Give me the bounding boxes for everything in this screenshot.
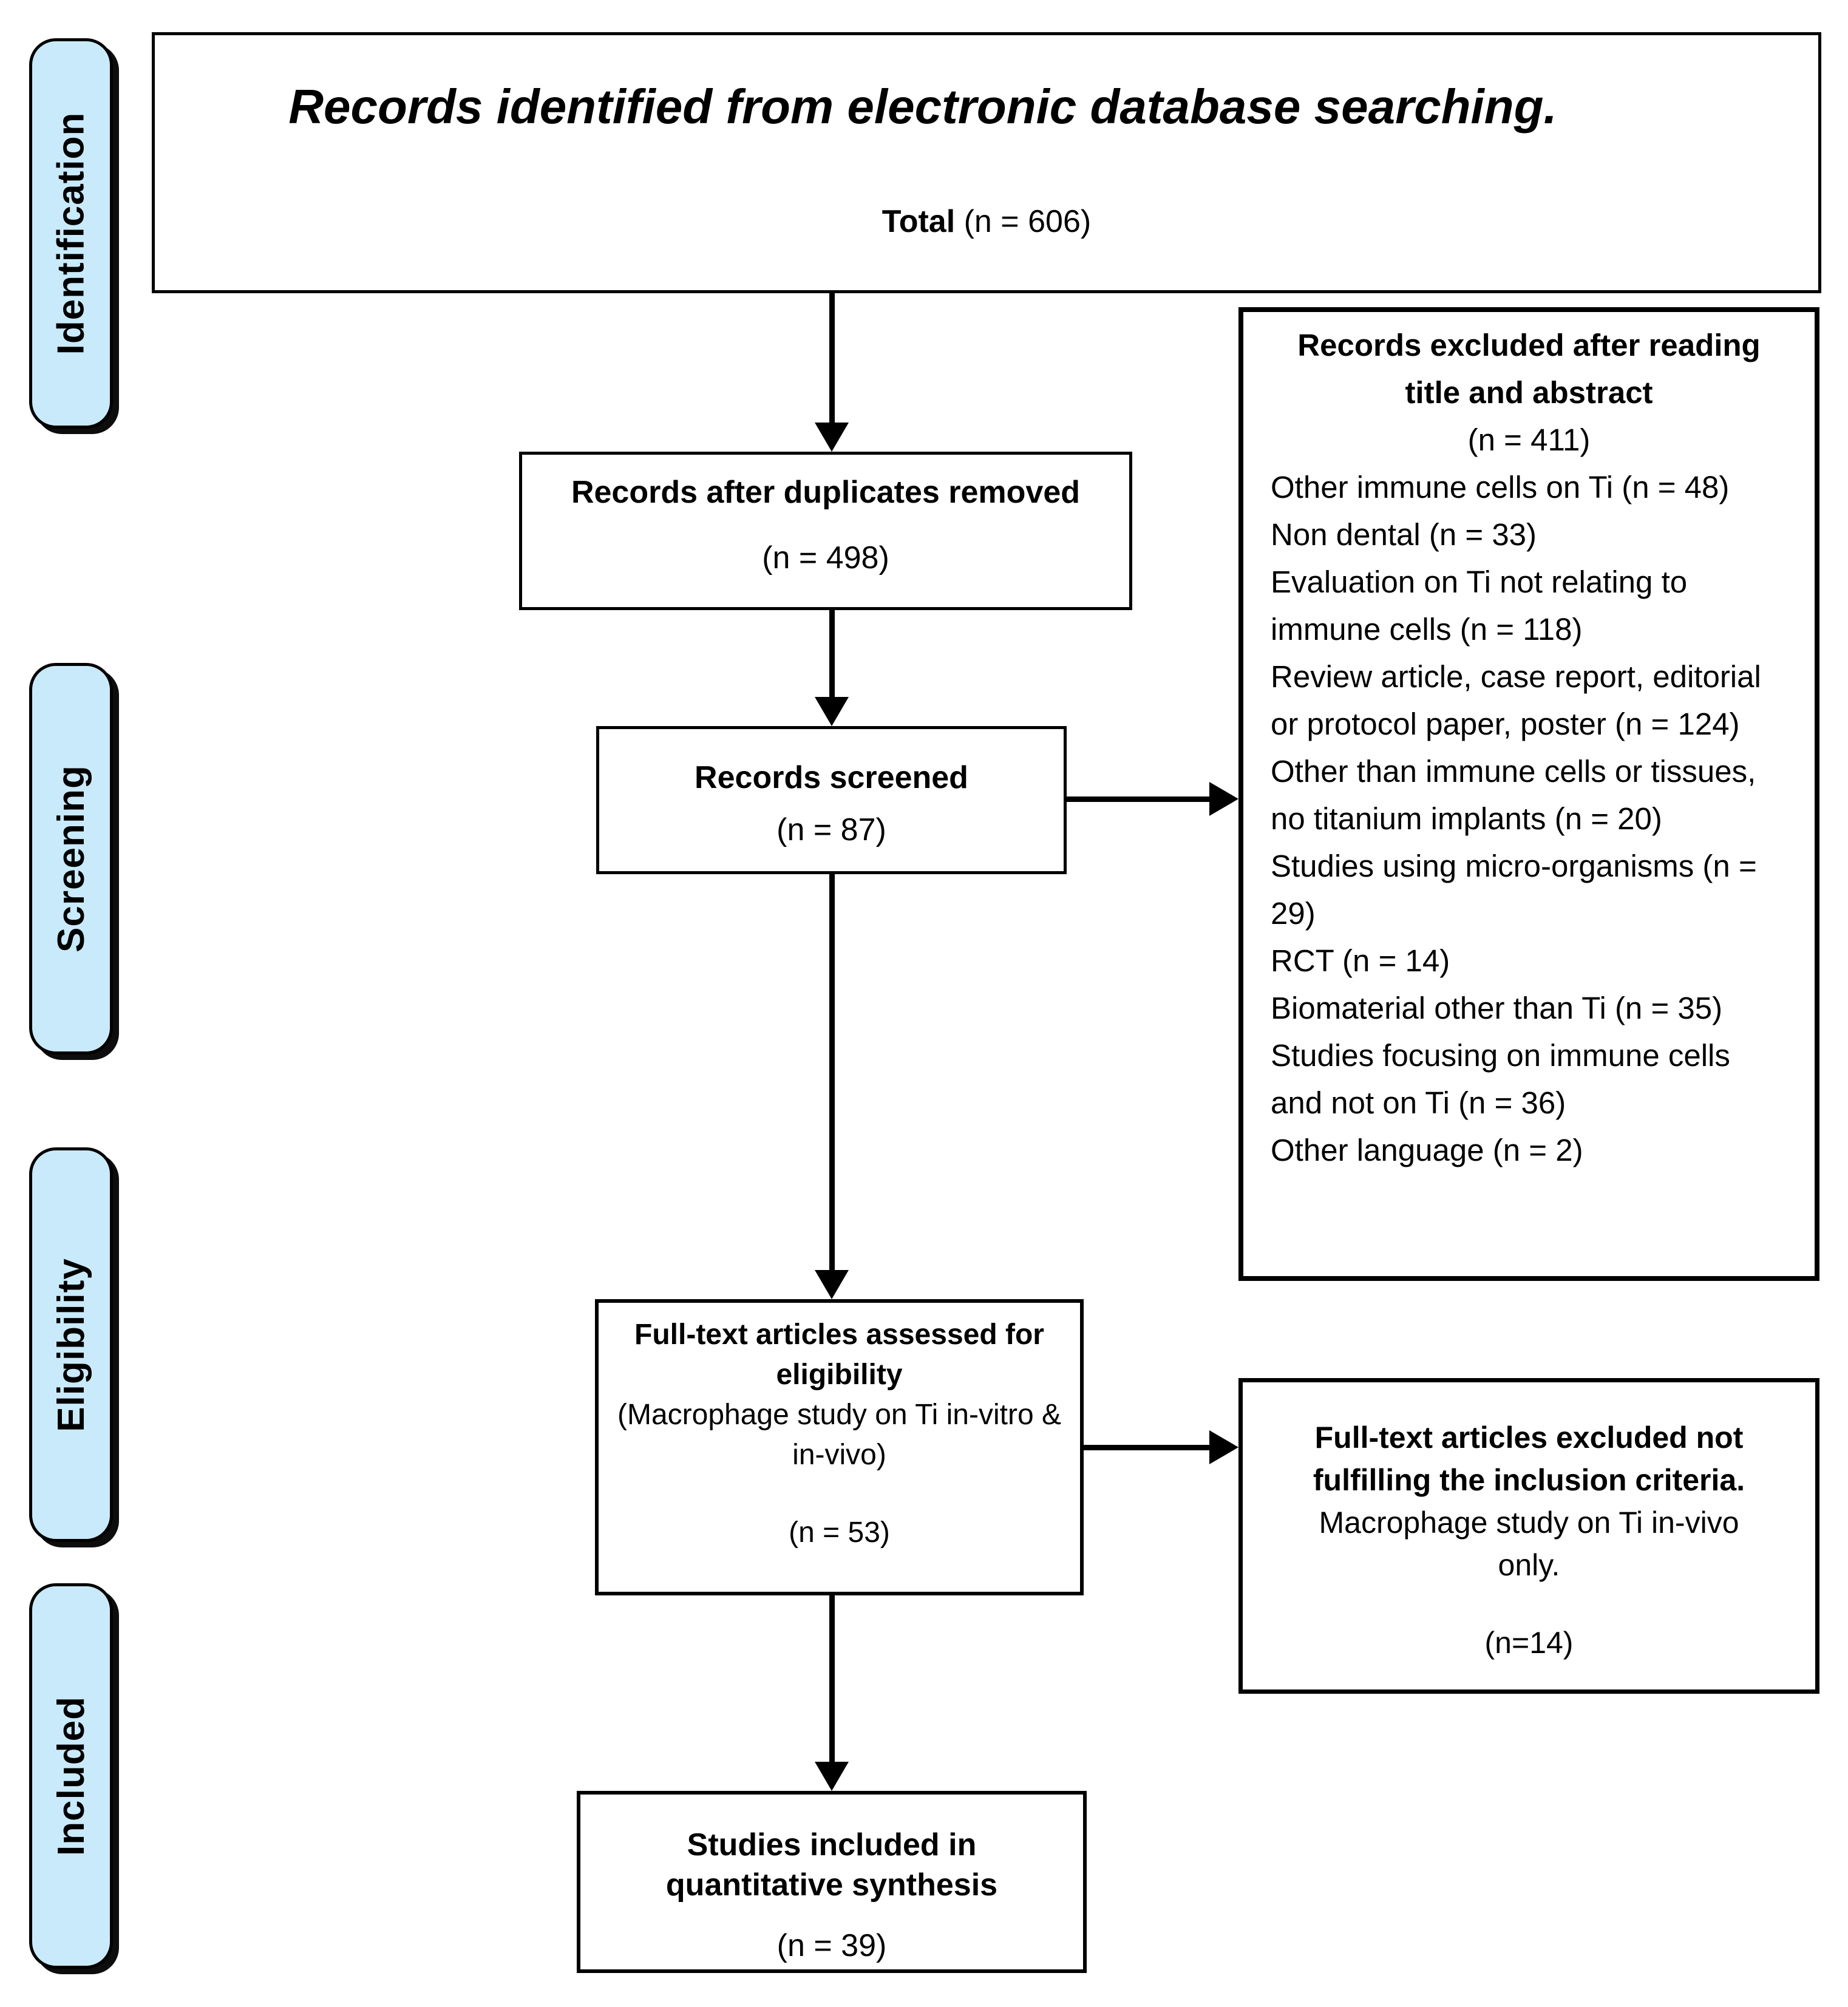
arrow-line — [829, 293, 835, 425]
excluded-title-abstract-count: (n = 411) — [1467, 423, 1591, 457]
excluded-reason-item: Review article, case report, editorial o… — [1271, 659, 1761, 741]
arrow-down-icon — [815, 1270, 849, 1299]
arrow-right-icon — [1209, 1430, 1238, 1464]
included-synthesis-title: Studies included in quantitative synthes… — [665, 1827, 998, 1903]
fulltext-excluded-count: (n=14) — [1484, 1626, 1574, 1660]
total-label: Total — [882, 204, 956, 239]
fulltext-assessed-title: Full-text articles assessed for eligibil… — [634, 1319, 1044, 1391]
excluded-reason-item: Studies focusing on immune cells and not… — [1271, 1038, 1730, 1120]
excluded-reason-list: Other immune cells on Ti (n = 48) Non de… — [1271, 464, 1787, 1174]
excluded-reason-item: Other than immune cells or tissues, no t… — [1271, 754, 1756, 836]
stage-label-included-text: Included — [50, 1696, 92, 1856]
records-screened-count: (n = 87) — [776, 812, 886, 847]
arrow-line — [829, 874, 835, 1270]
fulltext-assessed-count: (n = 53) — [789, 1516, 890, 1549]
arrow-line — [829, 1595, 835, 1762]
arrow-line — [1067, 796, 1212, 802]
excluded-reason-item: Biomaterial other than Ti (n = 35) — [1271, 991, 1723, 1025]
duplicates-removed-title: Records after duplicates removed — [571, 475, 1081, 510]
box-excluded-title-abstract: Records excluded after reading title and… — [1238, 307, 1819, 1281]
records-identified-title: Records identified from electronic datab… — [288, 80, 1557, 134]
duplicates-removed-count: (n = 498) — [762, 540, 889, 576]
stage-label-screening: Screening — [29, 663, 113, 1054]
arrow-down-icon — [815, 697, 849, 726]
excluded-reason-item: Studies using micro-organisms (n = 29) — [1271, 849, 1757, 931]
stage-label-screening-text: Screening — [50, 765, 92, 953]
stage-label-identification: Identification — [29, 38, 113, 429]
fulltext-assessed-subtitle: (Macrophage study on Ti in-vitro & in-vi… — [617, 1399, 1061, 1471]
total-value: (n = 606) — [963, 204, 1092, 239]
stage-label-identification-text: Identification — [50, 112, 92, 355]
records-screened-title: Records screened — [695, 760, 968, 795]
excluded-reason-item: Non dental (n = 33) — [1271, 517, 1537, 552]
arrow-right-icon — [1209, 782, 1238, 816]
box-records-screened: Records screened (n = 87) — [596, 726, 1067, 874]
stage-label-eligibility: Eligibility — [29, 1147, 113, 1542]
stage-label-eligibility-text: Eligibility — [50, 1257, 92, 1432]
box-fulltext-excluded: Full-text articles excluded not fulfilli… — [1238, 1378, 1819, 1694]
arrow-line — [1084, 1445, 1212, 1450]
excluded-reason-item: Evaluation on Ti not relating to immune … — [1271, 565, 1688, 647]
excluded-title-abstract-title: Records excluded after reading title and… — [1297, 328, 1761, 410]
excluded-reason-item: Other language (n = 2) — [1271, 1133, 1583, 1167]
excluded-reason-item: Other immune cells on Ti (n = 48) — [1271, 470, 1730, 504]
excluded-reason-item: RCT (n = 14) — [1271, 943, 1450, 978]
box-included-synthesis: Studies included in quantitative synthes… — [577, 1791, 1087, 1973]
box-records-identified: Records identified from electronic datab… — [152, 32, 1821, 293]
included-synthesis-count: (n = 39) — [776, 1928, 887, 1963]
records-identified-total: Total (n = 606) — [155, 202, 1818, 242]
box-fulltext-assessed: Full-text articles assessed for eligibil… — [595, 1299, 1084, 1595]
arrow-line — [829, 610, 835, 697]
fulltext-excluded-title: Full-text articles excluded not fulfilli… — [1313, 1421, 1745, 1497]
box-duplicates-removed: Records after duplicates removed (n = 49… — [519, 452, 1132, 610]
arrow-down-icon — [815, 423, 849, 452]
fulltext-excluded-subtitle: Macrophage study on Ti in-vivo only. — [1319, 1506, 1739, 1582]
arrow-down-icon — [815, 1762, 849, 1791]
stage-label-included: Included — [29, 1583, 113, 1969]
